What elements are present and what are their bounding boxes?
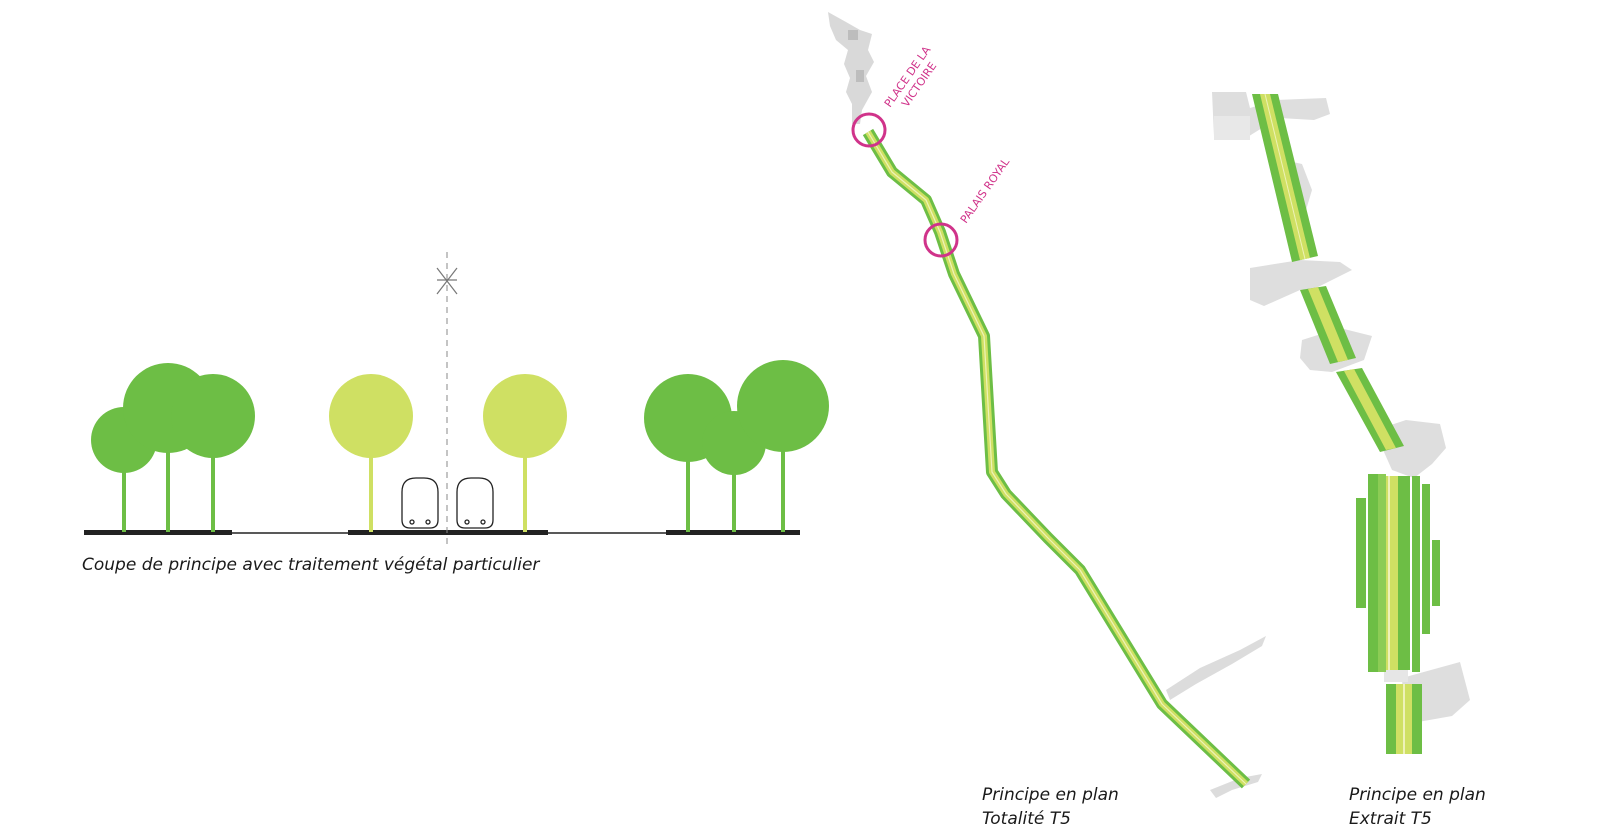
tramway-extract-segment-1 — [1252, 93, 1318, 262]
plan-total-caption-line2: Totalité T5 — [982, 809, 1071, 829]
station-label-2: PALAIS ROYAL — [958, 155, 1013, 226]
context-extract-mid1 — [1250, 260, 1446, 478]
section-caption: Coupe de principe avec traitement végéta… — [82, 555, 540, 575]
plan-total: PLACE DE LA VICTOIRE PALAIS ROYAL — [828, 12, 1266, 798]
plan-extract-caption-line1: Principe en plan — [1349, 785, 1486, 805]
tree-crown-icon — [483, 374, 567, 458]
plan-total-caption-line1: Principe en plan — [982, 785, 1119, 805]
ground-slab-center — [348, 530, 548, 535]
tree-crown-icon — [737, 360, 829, 452]
station-marker-palais-royal — [923, 222, 959, 258]
tramway-extract-segment-2 — [1300, 286, 1356, 364]
tree-crown-icon — [171, 374, 255, 458]
context-buildings-mid — [1166, 636, 1266, 700]
plan-extract-caption-line2: Extrait T5 — [1349, 809, 1432, 829]
cross-section — [84, 252, 829, 548]
tree-group-left — [91, 363, 255, 532]
axis-symbol-icon — [436, 267, 458, 295]
tramway-extract-segment-3 — [1336, 368, 1404, 452]
tramway-extract-segment-4 — [1386, 684, 1422, 754]
tram-left-icon — [401, 477, 439, 529]
tree-group-center — [329, 374, 567, 532]
plan-extract-caption: Principe en plan Extrait T5 — [1349, 783, 1486, 831]
tree-group-right — [644, 360, 829, 532]
tramway-line-center — [867, 131, 1247, 785]
tram-right-icon — [456, 477, 494, 529]
ground-slab-left — [84, 530, 232, 535]
context-buildings-top — [828, 12, 874, 124]
station-marker-place-de-la-victoire — [851, 112, 887, 148]
plan-extract — [1212, 92, 1470, 754]
plan-total-caption: Principe en plan Totalité T5 — [982, 783, 1119, 831]
planted-zone — [1356, 474, 1440, 672]
ground-slab-right — [666, 530, 800, 535]
tree-crown-icon — [329, 374, 413, 458]
